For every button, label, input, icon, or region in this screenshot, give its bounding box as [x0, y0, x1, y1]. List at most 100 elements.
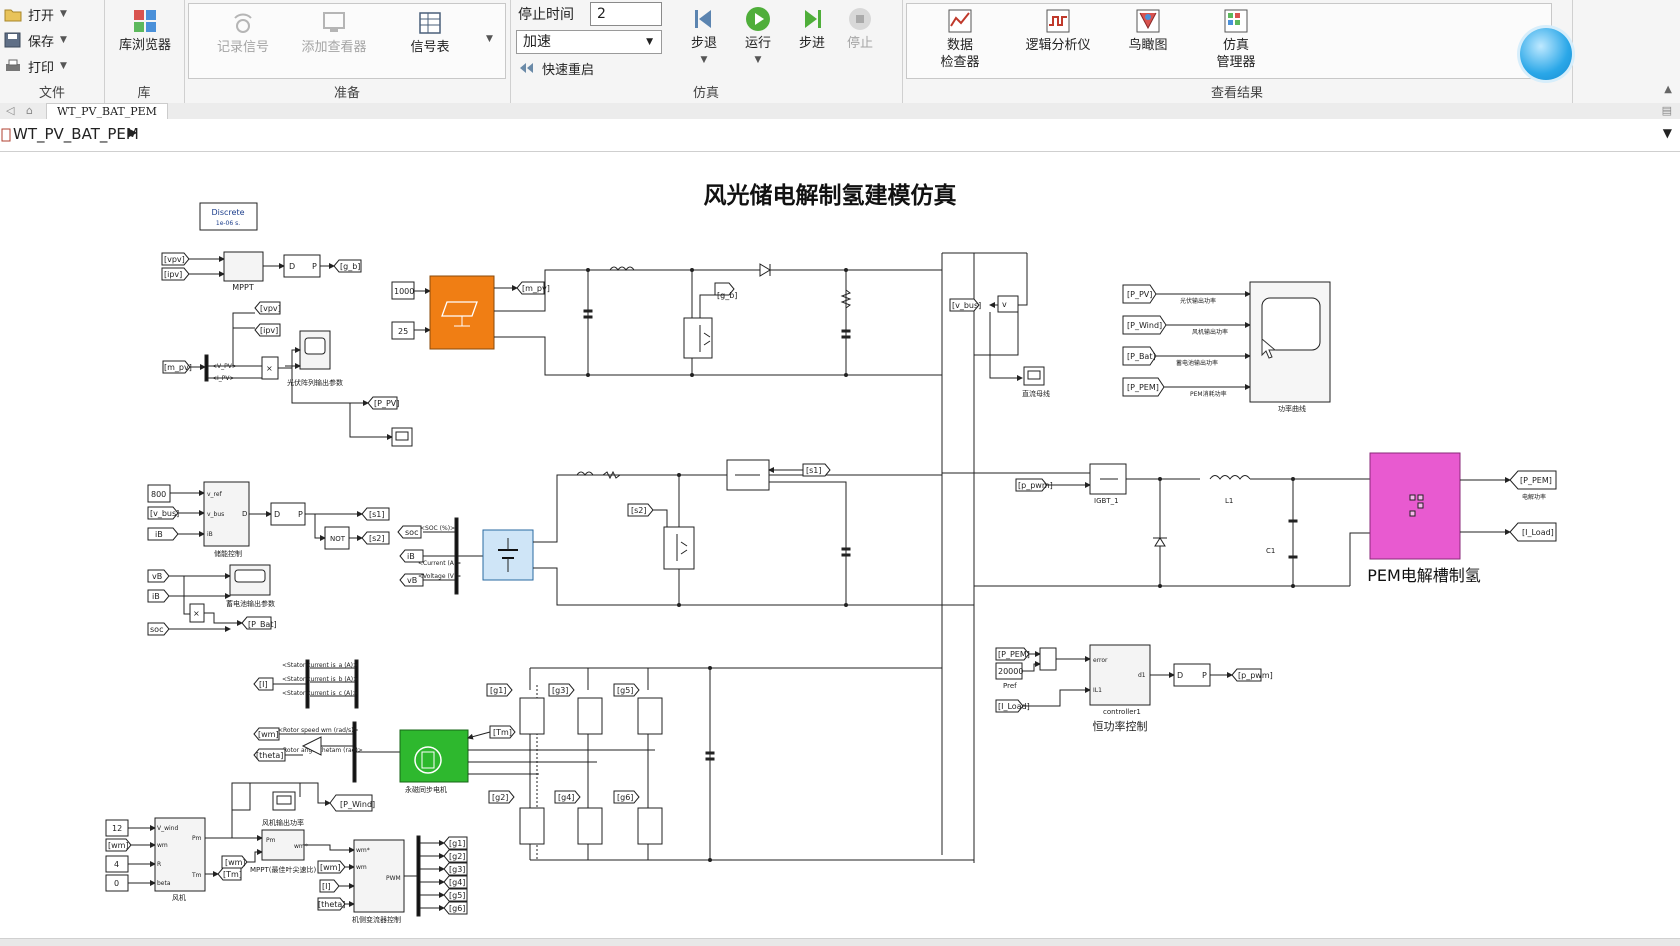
from-tag[interactable]: [802, 463, 831, 477]
add-viewer-button[interactable]: 添加查看器: [292, 10, 376, 56]
from-tag[interactable]: [489, 725, 516, 739]
stop-time-field[interactable]: 2: [590, 2, 662, 26]
home-icon[interactable]: ⌂: [26, 104, 33, 117]
goto-tag[interactable]: [361, 531, 390, 545]
goto-tag[interactable]: [443, 875, 468, 889]
pem-electrolyzer-block[interactable]: [1369, 452, 1461, 560]
from-tag[interactable]: [317, 860, 346, 874]
from-tag[interactable]: [1122, 377, 1165, 397]
fast-restart-toggle[interactable]: 快速重启: [518, 57, 594, 79]
from-tag[interactable]: [613, 790, 640, 804]
mppt-wind-block[interactable]: [261, 829, 305, 861]
from-tag[interactable]: [1015, 478, 1048, 492]
goto-tag[interactable]: [241, 616, 272, 630]
goto-tag[interactable]: [1509, 470, 1557, 490]
assistant-globe-icon[interactable]: [1520, 28, 1572, 80]
from-tag[interactable]: [488, 790, 515, 804]
igbt-g6[interactable]: [637, 807, 663, 845]
from-tag[interactable]: [147, 589, 170, 603]
sim-manager-button[interactable]: 仿真 管理器: [1200, 8, 1272, 71]
back-arrow-icon[interactable]: ◁: [6, 104, 15, 117]
from-tag[interactable]: [554, 790, 581, 804]
chevron-down-icon[interactable]: ▼: [1662, 126, 1672, 140]
step-back-button[interactable]: 步退 ▼: [682, 6, 726, 69]
voltage-measurement[interactable]: [997, 295, 1019, 313]
from-tag[interactable]: [147, 506, 179, 520]
pv-array-block[interactable]: [429, 275, 495, 350]
goto-tag[interactable]: [333, 259, 362, 273]
goto-tag[interactable]: [397, 525, 422, 539]
from-tag[interactable]: [147, 569, 170, 583]
igbt-g3[interactable]: [577, 697, 603, 735]
simulation-mode-dropdown[interactable]: 加速 ▼: [516, 30, 662, 54]
machine-side-controller[interactable]: [353, 839, 405, 913]
logic-analyzer-button[interactable]: 逻辑分析仪: [1010, 8, 1106, 54]
from-tag[interactable]: [995, 699, 1024, 713]
record-signal-button[interactable]: 记录信号: [208, 10, 278, 56]
stop-button[interactable]: 停止: [838, 6, 882, 52]
data-inspector-button[interactable]: 数据 检查器: [924, 8, 996, 71]
from-tag[interactable]: [548, 683, 575, 697]
from-tag[interactable]: [161, 252, 190, 266]
step-forward-button[interactable]: 步进: [790, 6, 834, 52]
goto-tag[interactable]: [1509, 522, 1557, 542]
from-tag[interactable]: [714, 282, 735, 296]
diode[interactable]: [759, 263, 771, 277]
from-tag[interactable]: [105, 838, 132, 852]
powergui-block[interactable]: Discrete 1e-06 s.: [199, 202, 258, 231]
goto-tag[interactable]: [443, 836, 468, 850]
save-button[interactable]: 保存 ▼: [4, 29, 67, 51]
gallery-expand-icon[interactable]: ▼: [486, 34, 493, 44]
chevron-right-icon[interactable]: ▶: [128, 125, 138, 139]
igbt-g2[interactable]: [519, 807, 545, 845]
print-button[interactable]: 打印 ▼: [4, 55, 67, 77]
from-tag[interactable]: [162, 360, 191, 374]
goto-tag[interactable]: [443, 901, 468, 915]
l1-inductor[interactable]: [1209, 475, 1251, 480]
inductor[interactable]: [609, 266, 635, 271]
open-button[interactable]: 打开 ▼: [4, 3, 67, 25]
battery-control-block[interactable]: [203, 481, 250, 547]
goto-tag[interactable]: [443, 849, 468, 863]
from-tag[interactable]: [221, 855, 248, 869]
freewheel-diode[interactable]: [1154, 537, 1166, 547]
collapse-ribbon-icon[interactable]: ▲: [1664, 84, 1672, 95]
from-tag[interactable]: [1122, 315, 1167, 335]
igbt-g5[interactable]: [637, 697, 663, 735]
goto-tag[interactable]: [367, 396, 398, 410]
from-tag[interactable]: [1122, 284, 1157, 304]
from-tag[interactable]: [319, 879, 340, 893]
model-canvas[interactable]: 风光储电解制氢建模仿真 Discrete 1e-06 s. [vpv] [ipv…: [0, 152, 1680, 938]
tab-menu-icon[interactable]: ▤: [1661, 104, 1672, 117]
goto-tag[interactable]: [516, 281, 545, 295]
igbt-g1[interactable]: [519, 697, 545, 735]
igbt-g4[interactable]: [577, 807, 603, 845]
from-tag[interactable]: [161, 267, 190, 281]
controller1-block[interactable]: [1089, 644, 1151, 706]
mppt-block[interactable]: [223, 251, 264, 282]
from-tag[interactable]: [627, 503, 654, 517]
goto-tag[interactable]: [1231, 668, 1262, 682]
from-tag[interactable]: [486, 683, 513, 697]
goto-tag[interactable]: [254, 301, 281, 315]
goto-tag[interactable]: [217, 867, 242, 881]
from-tag[interactable]: [147, 527, 179, 541]
goto-tag[interactable]: [443, 862, 468, 876]
goto-tag[interactable]: [443, 888, 468, 902]
sum-block[interactable]: [1039, 647, 1057, 671]
goto-tag[interactable]: [254, 323, 281, 337]
resistor[interactable]: [840, 289, 852, 309]
run-button[interactable]: 运行 ▼: [736, 6, 780, 69]
model-tab[interactable]: WT_PV_BAT_PEM: [46, 103, 168, 119]
inductor[interactable]: [576, 471, 594, 476]
birds-eye-button[interactable]: 鸟瞰图: [1118, 8, 1178, 54]
goto-tag[interactable]: [949, 298, 980, 312]
resistor[interactable]: [602, 470, 621, 480]
from-tag[interactable]: [613, 683, 640, 697]
address-path[interactable]: WT_PV_BAT_PEM: [13, 125, 139, 143]
library-browser-button[interactable]: 库浏览器: [110, 8, 180, 54]
wind-turbine-block[interactable]: [154, 817, 206, 892]
pv-igbt[interactable]: [683, 317, 713, 359]
goto-tag[interactable]: [329, 794, 373, 812]
from-tag[interactable]: [317, 897, 346, 911]
